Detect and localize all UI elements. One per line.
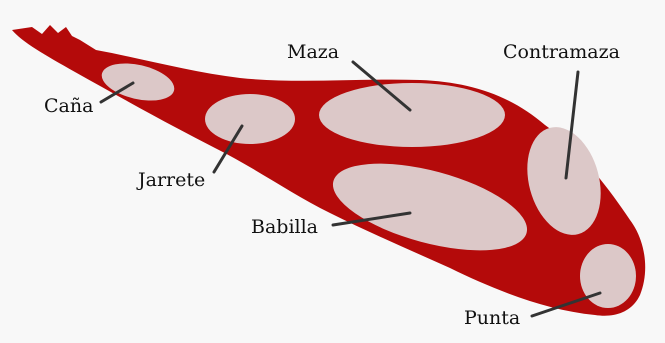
label-punta: Punta	[464, 307, 520, 329]
label-maza: Maza	[287, 41, 339, 63]
jarrete-area	[205, 94, 295, 144]
maza-area	[319, 83, 505, 147]
label-jarrete: Jarrete	[136, 169, 205, 191]
label-babilla: Babilla	[251, 216, 318, 238]
label-contramaza: Contramaza	[503, 41, 620, 63]
label-cana: Caña	[44, 95, 93, 117]
